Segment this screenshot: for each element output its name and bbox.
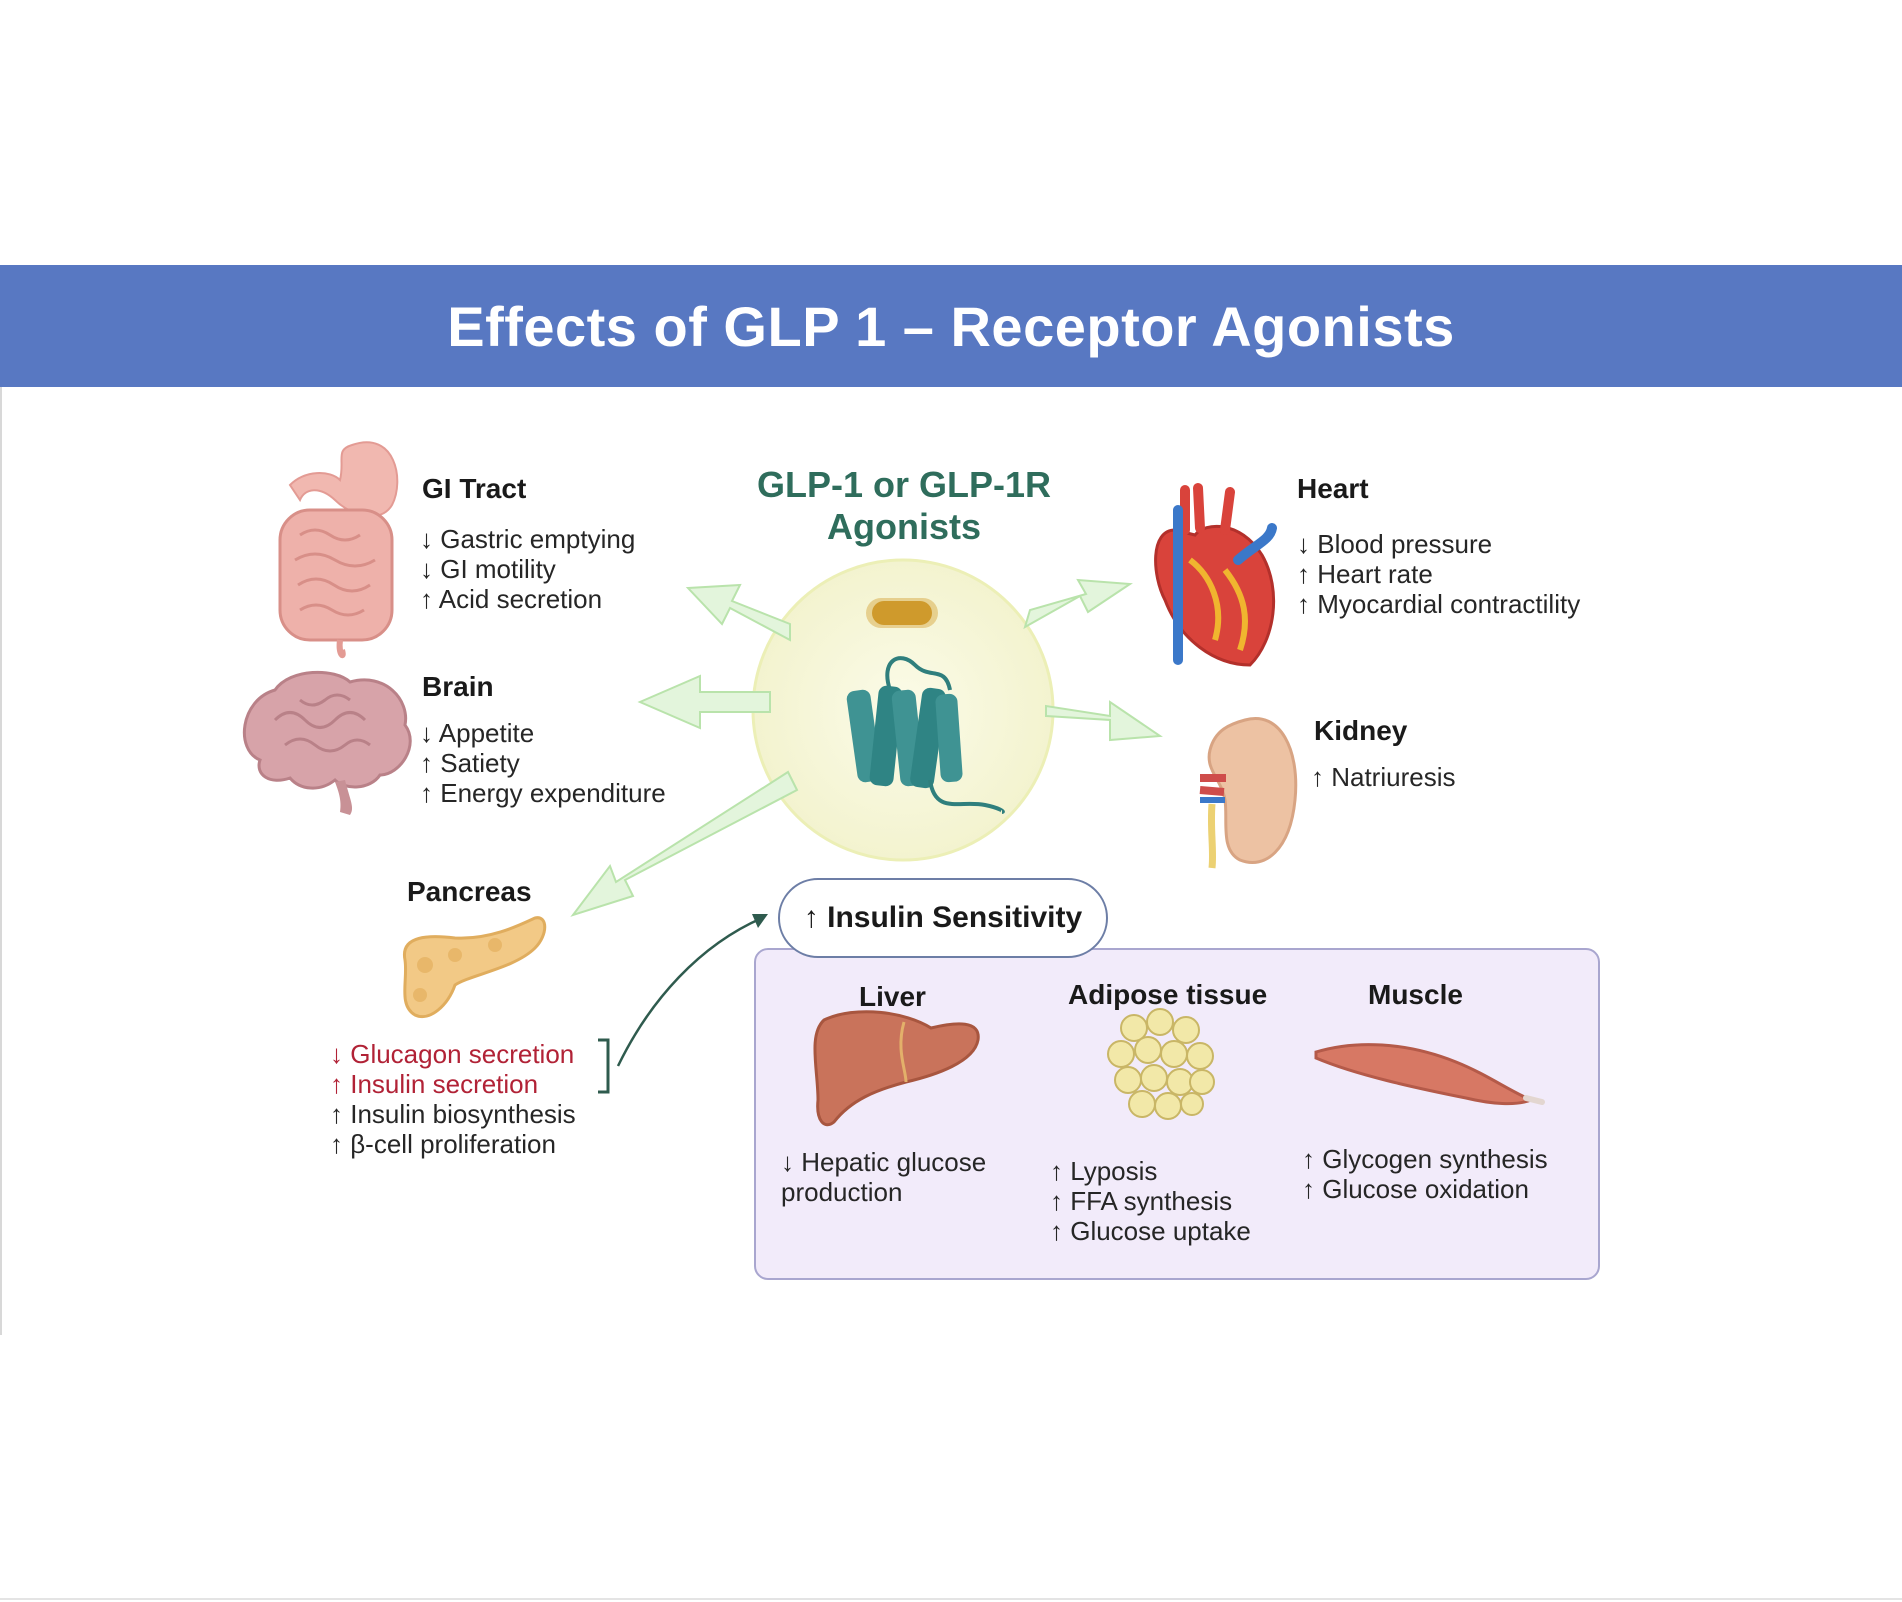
center-title-line1: GLP-1 or GLP-1R bbox=[756, 464, 1052, 505]
heart-heading: Heart bbox=[1297, 473, 1369, 504]
liver-heading: Liver bbox=[859, 981, 926, 1012]
brain-icon bbox=[243, 670, 412, 815]
adipose-effect: ↑ Lyposis bbox=[1050, 1156, 1158, 1186]
gi-effect: ↑ Acid secretion bbox=[420, 584, 603, 614]
title-banner: Effects of GLP 1 – Receptor Agonists bbox=[0, 265, 1902, 387]
ligand-capsule-icon bbox=[866, 598, 938, 628]
arrows bbox=[570, 578, 1163, 917]
adipose-effects-list: ↑ Lyposis ↑ FFA synthesis ↑ Glucose upta… bbox=[1050, 1156, 1251, 1246]
slide-title: Effects of GLP 1 – Receptor Agonists bbox=[447, 294, 1455, 358]
receptor-icon bbox=[846, 656, 1005, 814]
brain-effect: ↑ Satiety bbox=[420, 748, 520, 778]
pancreas-icon bbox=[403, 916, 547, 1019]
gi-effects-list: ↓ Gastric emptying ↓ GI motility ↑ Acid … bbox=[420, 524, 635, 614]
brain-effect: ↓ Appetite bbox=[420, 718, 535, 748]
kidney-effect: ↑ Natriuresis bbox=[1311, 762, 1456, 792]
liver-effects-list: ↓ Hepatic glucose production bbox=[781, 1147, 986, 1207]
adipose-effect: ↑ FFA synthesis bbox=[1050, 1186, 1233, 1216]
heart-effects-list: ↓ Blood pressure ↑ Heart rate ↑ Myocardi… bbox=[1297, 529, 1580, 619]
liver-effect: production bbox=[781, 1177, 903, 1207]
heart-effect: ↑ Heart rate bbox=[1297, 559, 1433, 589]
center-title: GLP-1 or GLP-1R Agonists bbox=[740, 464, 1068, 548]
fat-cells-icon bbox=[1107, 1008, 1215, 1120]
muscle-effects-list: ↑ Glycogen synthesis ↑ Glucose oxidation bbox=[1302, 1144, 1548, 1204]
gi-heading: GI Tract bbox=[422, 473, 527, 504]
heart-effect: ↓ Blood pressure bbox=[1297, 529, 1493, 559]
pancreas-effect-highlight: ↓ Glucagon secretion bbox=[330, 1039, 575, 1069]
insulin-sensitivity-label: ↑ Insulin Sensitivity bbox=[778, 878, 1108, 958]
muscle-effect: ↑ Glycogen synthesis bbox=[1302, 1144, 1548, 1174]
heart-icon bbox=[1154, 483, 1277, 667]
insulin-sensitivity-box bbox=[754, 948, 1600, 1280]
kidney-icon bbox=[1199, 717, 1298, 869]
muscle-heading: Muscle bbox=[1368, 979, 1463, 1010]
slide-edge bbox=[0, 265, 2, 1335]
pancreas-bracket bbox=[598, 1038, 610, 1094]
gi-effect: ↓ GI motility bbox=[420, 554, 556, 584]
kidney-heading: Kidney bbox=[1314, 715, 1408, 746]
muscle-effect: ↑ Glucose oxidation bbox=[1302, 1174, 1529, 1204]
gi-effect: ↓ Gastric emptying bbox=[420, 524, 636, 554]
liver-icon bbox=[813, 1010, 980, 1127]
brain-effects-list: ↓ Appetite ↑ Satiety ↑ Energy expenditur… bbox=[420, 718, 666, 808]
pancreas-effect-highlight: ↑ Insulin secretion bbox=[330, 1069, 539, 1099]
bottom-divider bbox=[0, 1598, 1902, 1600]
heart-effect: ↑ Myocardial contractility bbox=[1297, 589, 1581, 619]
pancreas-effect: ↑ β-cell proliferation bbox=[330, 1129, 556, 1159]
stomach-intestine-icon bbox=[278, 441, 399, 659]
tissue-illustrations bbox=[813, 1008, 1545, 1127]
pancreas-effect: ↑ Insulin biosynthesis bbox=[330, 1099, 576, 1129]
center-title-line2: Agonists bbox=[826, 506, 981, 547]
muscle-icon bbox=[1314, 1043, 1545, 1106]
pancreas-effects-list: ↓ Glucagon secretion ↑ Insulin secretion… bbox=[330, 1039, 576, 1159]
adipose-heading: Adipose tissue bbox=[1068, 979, 1268, 1010]
pancreas-heading: Pancreas bbox=[407, 876, 532, 907]
brain-effect: ↑ Energy expenditure bbox=[420, 778, 666, 808]
brain-heading: Brain bbox=[422, 671, 494, 702]
curved-arrow bbox=[616, 914, 768, 1067]
kidney-effects-list: ↑ Natriuresis bbox=[1311, 762, 1455, 792]
liver-effect: ↓ Hepatic glucose bbox=[781, 1147, 987, 1177]
adipose-effect: ↑ Glucose uptake bbox=[1050, 1216, 1251, 1246]
